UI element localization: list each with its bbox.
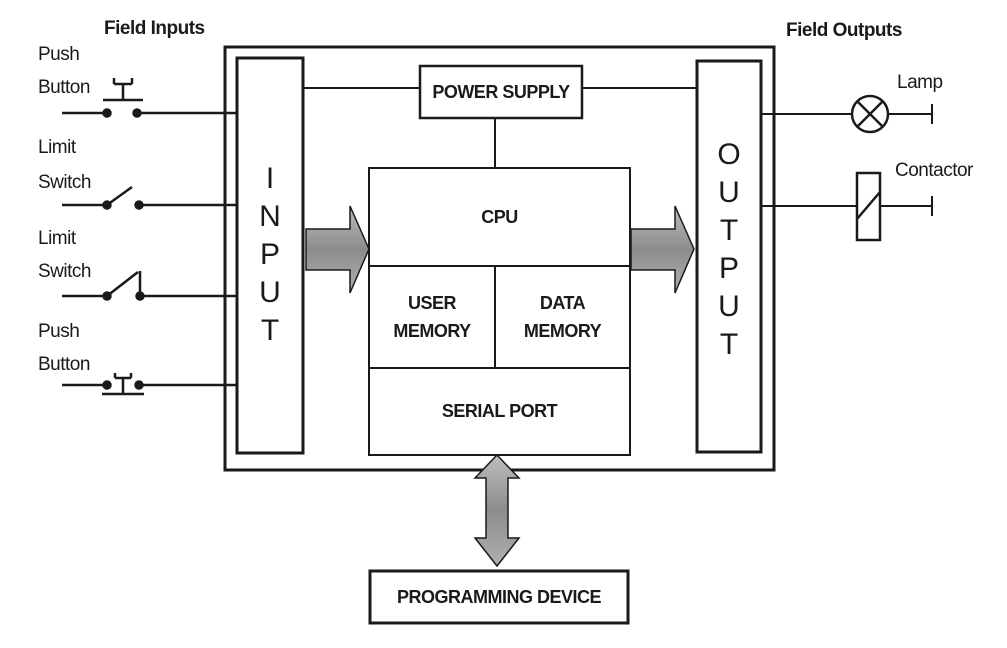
lamp-icon — [850, 94, 890, 134]
lamp-label: Lamp — [897, 72, 943, 93]
input-letter: I — [265, 162, 275, 195]
output-letter: T — [719, 214, 739, 247]
contactor-label: Contactor — [895, 160, 973, 181]
output-letter: O — [717, 138, 741, 171]
output-letter: T — [719, 328, 739, 361]
push-button-no-icon — [62, 78, 237, 123]
push-button-nc-icon — [62, 370, 237, 400]
field-inputs-title: Field Inputs — [104, 18, 205, 39]
input-module-box — [235, 56, 305, 455]
input-letter: P — [259, 238, 280, 271]
power-supply-label: POWER SUPPLY — [432, 81, 570, 102]
output-letter: U — [718, 176, 740, 209]
field-outputs-title: Field Outputs — [786, 20, 902, 41]
input-letter: U — [259, 276, 281, 309]
output-letter: P — [718, 252, 739, 285]
input-to-cpu-arrow — [305, 205, 370, 294]
programming-device-label: PROGRAMMING DEVICE — [396, 586, 602, 607]
input-letter: T — [260, 314, 280, 347]
cpu-label: CPU — [481, 206, 518, 227]
serial-port-label: SERIAL PORT — [441, 401, 558, 421]
input-wiring — [62, 112, 237, 386]
limit-switch-no-icon — [62, 185, 237, 214]
cpu-to-output-arrow — [630, 205, 695, 294]
programming-device-box — [368, 569, 630, 625]
output-letter: U — [718, 290, 740, 323]
contactor-coil-icon — [855, 171, 882, 242]
input-module-label: I N P U T — [237, 140, 303, 370]
serial-programming-arrow — [473, 453, 521, 568]
user-memory-label: USER MEMORY — [393, 293, 471, 341]
output-module-box — [695, 59, 763, 454]
input-letter: N — [259, 200, 281, 233]
data-memory-label: DATA MEMORY — [523, 293, 602, 341]
limit-switch-closed-icon — [62, 268, 237, 304]
power-supply-box — [418, 64, 584, 120]
cpu-block-box — [368, 167, 631, 456]
output-wiring — [761, 104, 933, 216]
output-module-label: O U T P U T — [697, 125, 761, 375]
